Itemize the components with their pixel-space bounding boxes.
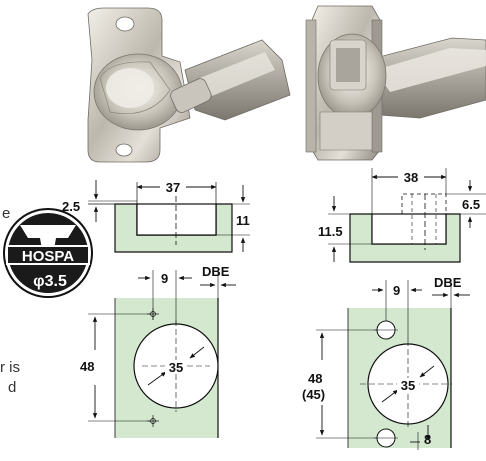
hinge-photo-left [87,7,291,163]
left-front-view: 9 DBE 35 48 [80,264,236,438]
countersink-icon [20,225,76,238]
side-text-line1: r is [0,359,20,376]
right-cross-section: 38 6.5 11.5 [318,168,486,263]
dim-dbe-left: DBE [202,264,230,279]
dim-bottom-offset-right: 8 [424,432,431,447]
right-front-view: 9 DBE 35 48 (45) 8 [302,275,470,450]
hinge-photo-right [305,5,486,161]
dim-hole-height-left: 48 [80,359,94,374]
side-text-line2: d [8,379,16,396]
dim-cup-diameter-right: 35 [401,378,415,393]
dim-hole-height-alt-right: (45) [302,387,325,402]
dim-edge-offset-right: 9 [393,283,400,298]
dim-height-left: 2.5 [62,199,80,214]
dim-cup-depth-left: 11 [236,213,250,228]
dim-depth-right: 11.5 [318,224,343,239]
dim-cup-width-left: 37 [166,180,180,195]
logo-size: φ3.5 [33,273,67,290]
left-cross-section: 37 2.5 11 [62,180,250,253]
hospa-logo: HOSPA φ3.5 [3,208,93,298]
dim-cup-width-right: 38 [404,170,418,185]
dim-dbe-right: DBE [434,275,462,290]
dim-hole-height-right: 48 [308,371,322,386]
side-text-e: e [2,205,10,222]
dim-offset-right: 6.5 [462,197,480,212]
logo-brand: HOSPA [22,248,74,265]
dim-edge-offset-left: 9 [161,271,168,286]
dim-cup-diameter-left: 35 [169,360,183,375]
